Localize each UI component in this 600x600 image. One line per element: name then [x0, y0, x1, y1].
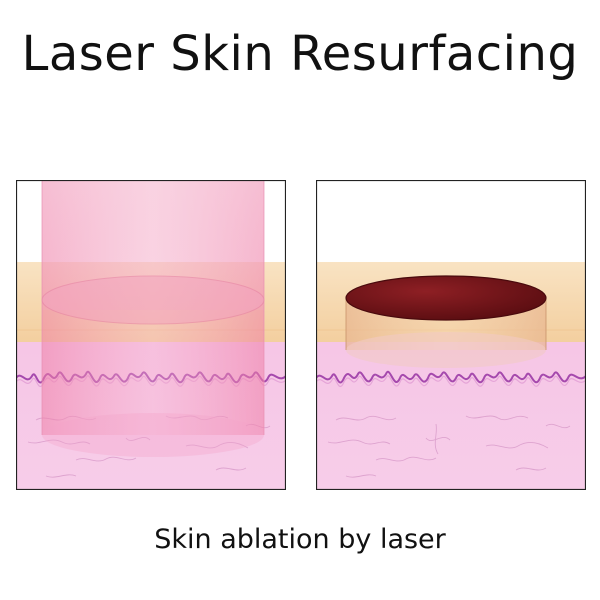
- panel-border: [16, 180, 286, 490]
- diagram-title: Laser Skin Resurfacing: [21, 26, 579, 82]
- ablated-cavity: [345, 275, 547, 368]
- after-ablation-illustration: [316, 180, 586, 490]
- panel-after-ablation: [316, 180, 586, 490]
- laser-beam: [41, 180, 265, 457]
- collagen-fibers: [327, 415, 571, 478]
- ablation-crater: [345, 275, 547, 321]
- before-ablation-illustration: [16, 180, 286, 490]
- panel-before-ablation: [16, 180, 286, 490]
- panel-border: [316, 180, 586, 490]
- diagram-caption: Skin ablation by laser: [154, 524, 446, 555]
- dermal-papillae-line: [316, 370, 586, 384]
